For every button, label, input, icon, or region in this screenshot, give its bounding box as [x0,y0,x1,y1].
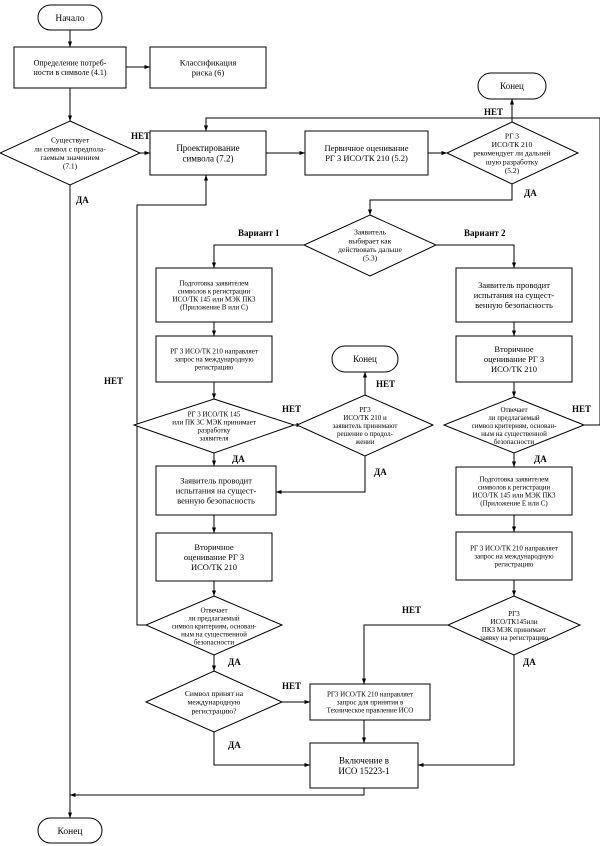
end-top-text: Конец [500,81,524,91]
v1-decision-diamond [295,394,435,457]
v1-accept-diamond [132,398,296,454]
variant2-label: Вариант 2 [464,228,506,238]
v2-criteria-diamond [442,396,586,454]
v2-accept-no-label: НЕТ [402,605,421,615]
v2-test-box [455,267,573,323]
v1-test-box [155,465,277,516]
v1-request-box [155,335,273,383]
v1-accept-yes-label: ДА [232,454,245,464]
v1-prepare-box [155,267,273,323]
end-mid-terminator [331,345,399,373]
needs-box [13,46,127,89]
end-mid-text: Конец [353,354,377,364]
v1-decision-yes-label: ДА [374,467,387,477]
recommend-yes-label: ДА [524,188,537,198]
end-bottom-terminator [37,817,103,844]
exists-no-label: НЕТ [131,131,150,141]
v2-secondary-box [455,335,573,383]
exists-yes-label: ДА [76,195,89,205]
v1-registered-diamond [144,670,284,733]
v1-criteria-diamond [144,595,284,656]
v1-registered-no-label: НЕТ [282,681,301,691]
v2-prepare-box [455,466,573,516]
flowchart-node-text: Начало Определение потреб-ности в символ… [34,14,558,837]
needs-text: Определение потреб-ности в символе (4.1) [34,59,107,77]
end-bottom-text: Конец [58,827,83,837]
recommend-no-label: НЕТ [484,107,503,117]
variant1-label: Вариант 1 [238,228,280,238]
v1-criteria-no-label: НЕТ [104,376,123,386]
v1-accept-no-label: НЕТ [282,404,301,414]
connector-lines [67,30,600,819]
v2-accept-yes-label: ДА [523,657,536,667]
v1-criteria-yes-label: ДА [228,657,241,667]
recommend-diamond [445,121,580,185]
v1-decision-no-label: НЕТ [376,379,395,389]
v1-registered-yes-label: ДА [228,740,241,750]
to-tech-box [309,683,431,721]
v2-request-box [455,531,573,581]
design-box [149,130,267,176]
inclusion-box [309,742,419,789]
start-terminator [37,4,103,31]
v1-secondary-box [155,532,273,582]
edge-labels: Вариант 1 Вариант 2 НЕТ ДА НЕТ ДА НЕТ ДА… [76,107,591,750]
initial-eval-box [304,130,429,176]
start-text: Начало [55,14,85,24]
v2-criteria-no-label: НЕТ [572,404,591,414]
risk-box [149,46,267,89]
applicant-choice-diamond [302,214,438,277]
end-top-terminator [477,72,547,100]
flowchart-shapes [0,4,586,844]
v2-criteria-yes-label: ДА [534,454,547,464]
exists-diamond [0,120,142,186]
v2-accept-diamond [446,595,582,656]
